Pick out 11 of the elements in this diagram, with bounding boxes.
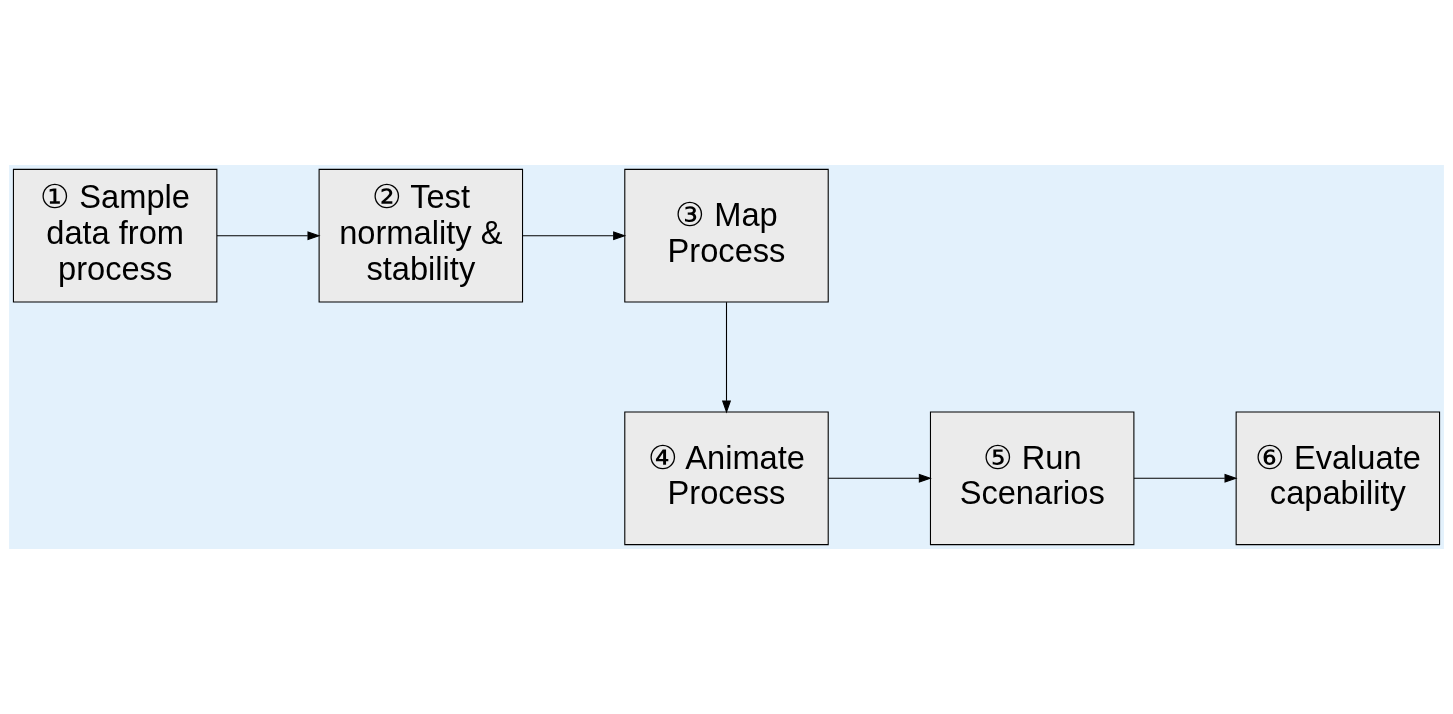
arrow — [522, 231, 627, 241]
arrow — [721, 301, 732, 414]
node-box: ② Test normality & stability — [318, 168, 524, 303]
arrow — [1133, 473, 1238, 483]
node-box: ⑤ Run Scenarios — [929, 411, 1135, 546]
node-box: ⑥ Evaluate capability — [1235, 411, 1441, 546]
node-box: ④ Animate Process — [624, 411, 829, 546]
arrow — [216, 231, 321, 241]
node-box: ③ Map Process — [624, 168, 829, 303]
arrow — [827, 473, 932, 483]
node-box: ① Sample data from process — [12, 168, 218, 303]
